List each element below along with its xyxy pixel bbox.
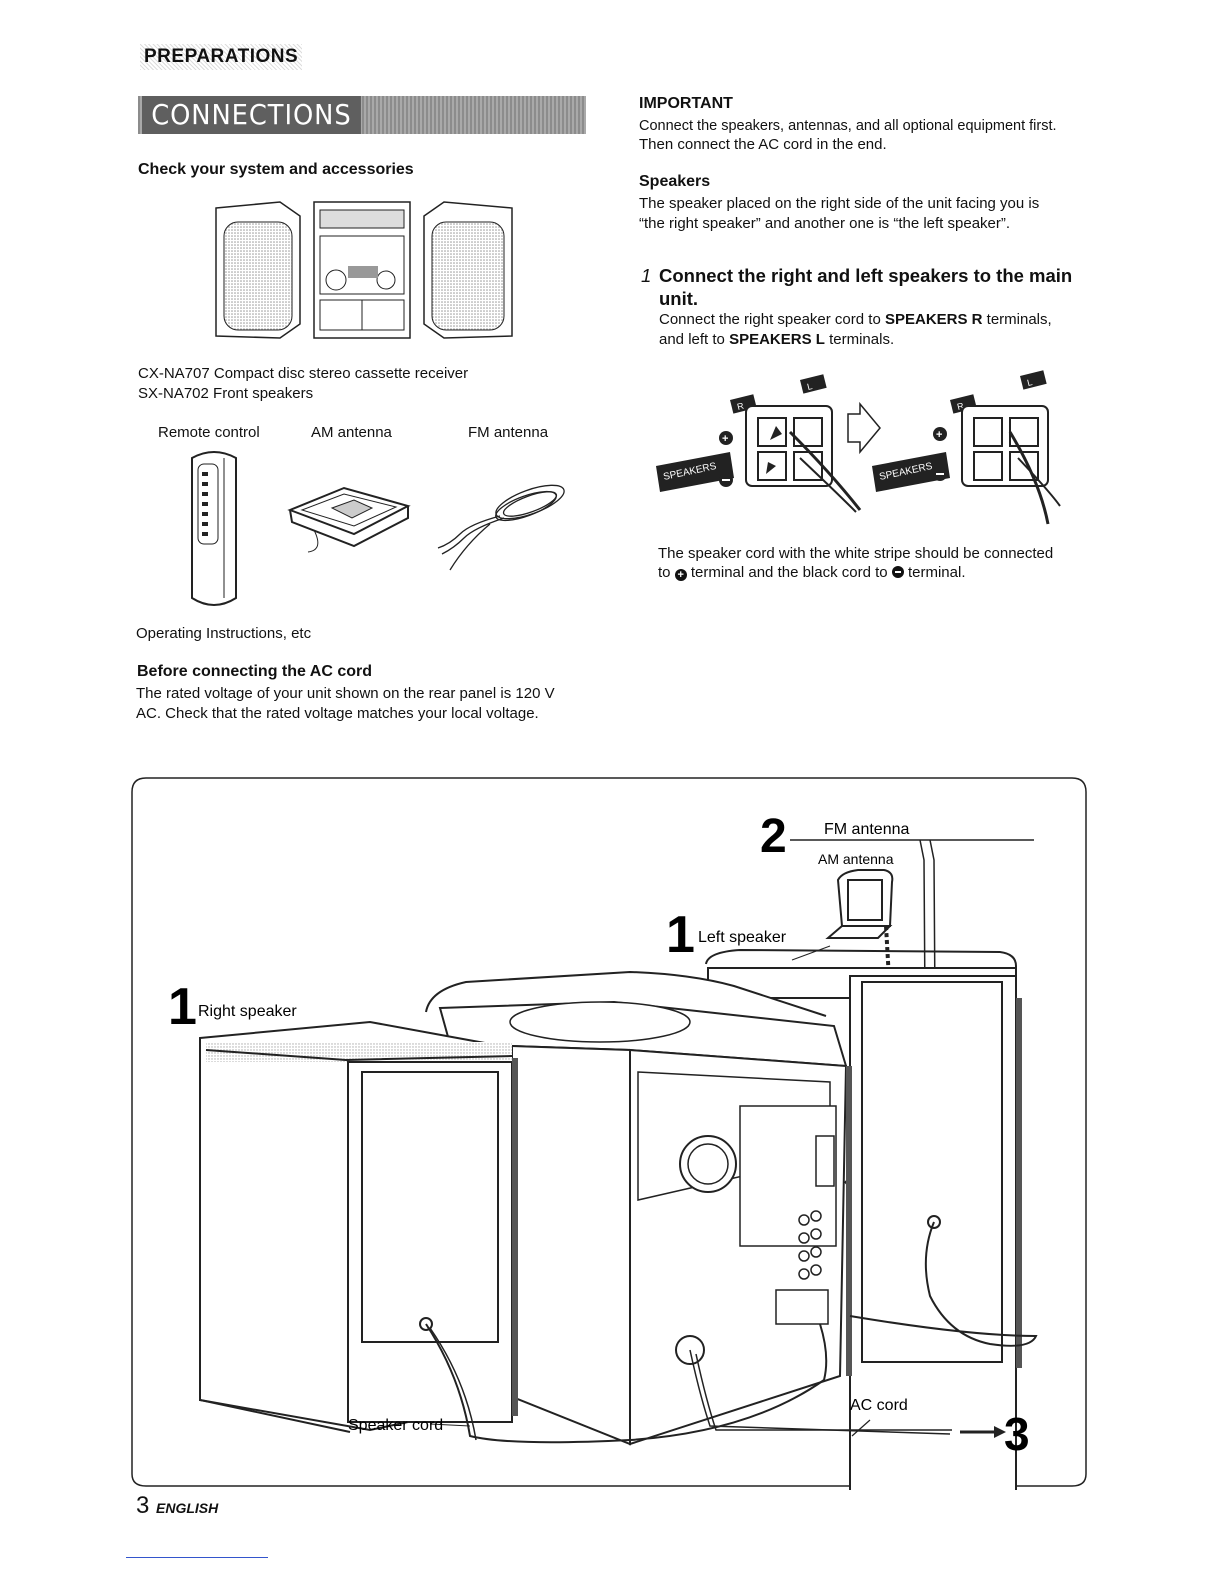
step-one-left-number: 1 xyxy=(666,906,695,964)
svg-text:+: + xyxy=(936,429,942,441)
operating-line: Operating Instructions, etc xyxy=(136,625,312,642)
step-three-number: 3 xyxy=(1004,1408,1030,1460)
speakers-heading: Speakers xyxy=(639,173,711,190)
important-text-2: Then connect the AC cord in the end. xyxy=(639,136,887,153)
ac-cord-label: AC cord xyxy=(850,1397,908,1414)
am-antenna-loop xyxy=(825,869,894,939)
right-speaker xyxy=(199,1020,518,1433)
section-banner: CONNECTIONS xyxy=(138,96,586,134)
step-text-2c: terminals. xyxy=(824,331,895,348)
left-speaker-label: Left speaker xyxy=(698,929,787,946)
cord-text-2c: terminal. xyxy=(903,564,966,581)
step-title-1: Connect the right and left speakers to t… xyxy=(659,265,1073,286)
am-antenna-label: AM antenna xyxy=(818,851,894,867)
accessory-label-remote: Remote control xyxy=(158,424,260,441)
left-speaker xyxy=(705,948,1022,1490)
step-title-2: unit. xyxy=(659,288,699,309)
cord-text-2a: to xyxy=(658,564,675,581)
language-label: ENGLISH xyxy=(156,1500,219,1516)
cord-text-2b: terminal and the black cord to xyxy=(686,564,892,581)
cord-text-2: to + terminal and the black cord to term… xyxy=(658,563,965,583)
accessory-label-fm: FM antenna xyxy=(468,424,549,441)
am-antenna-illustration xyxy=(287,486,411,553)
banner-title: CONNECTIONS xyxy=(142,96,361,134)
speakers-text-1: The speaker placed on the right side of … xyxy=(639,195,1040,212)
receiver-line: CX-NA707 Compact disc stereo cassette re… xyxy=(138,365,469,382)
terminal-l-left: L xyxy=(806,381,813,392)
svg-text:+: + xyxy=(722,433,728,445)
connection-diagram: 2 FM antenna AM antenna 1 Left speaker 1… xyxy=(131,777,1087,1490)
step-text-1: Connect the right speaker cord to SPEAKE… xyxy=(659,310,1052,330)
step-text-1c: terminals, xyxy=(982,311,1052,328)
section-label: PREPARATIONS xyxy=(140,44,303,70)
step-text-1a: Connect the right speaker cord to xyxy=(659,311,885,328)
right-speaker-label: Right speaker xyxy=(198,1003,297,1020)
step-text-2: and left to SPEAKERS L terminals. xyxy=(659,330,894,350)
accessory-label-am: AM antenna xyxy=(311,424,392,441)
step-text-2a: and left to xyxy=(659,331,730,348)
step-one-right-number: 1 xyxy=(168,978,197,1036)
important-heading: IMPORTANT xyxy=(639,95,733,112)
step-number: 1 xyxy=(641,265,652,286)
cord-text-1: The speaker cord with the white stripe s… xyxy=(658,545,1054,562)
terminal-l-right: L xyxy=(1026,377,1033,388)
check-heading: Check your system and accessories xyxy=(138,161,414,178)
remote-control-illustration xyxy=(191,451,237,606)
terminal-r-right: R xyxy=(956,401,965,412)
ac-text-1: The rated voltage of your unit shown on … xyxy=(136,685,555,702)
plus-terminal-icon: + xyxy=(674,569,687,581)
terminal-illustration: SPEAKERS R L + SPEAKERS R L + xyxy=(656,370,1061,525)
ac-heading: Before connecting the AC cord xyxy=(137,663,372,680)
ac-text-2: AC. Check that the rated voltage matches… xyxy=(136,705,539,722)
terminal-r-left: R xyxy=(736,401,745,412)
terminal-block-left: SPEAKERS R L + xyxy=(656,374,862,513)
important-text-1: Connect the speakers, antennas, and all … xyxy=(639,118,1057,134)
step-two-number: 2 xyxy=(760,810,787,863)
footer-rule xyxy=(126,1557,268,1558)
system-illustration xyxy=(215,201,513,339)
fm-antenna-illustration xyxy=(437,484,565,571)
speaker-cord-label: Speaker cord xyxy=(348,1417,443,1434)
terminal-block-right: SPEAKERS R L + xyxy=(872,370,1061,525)
page-number: 3 xyxy=(136,1492,150,1519)
fm-antenna-label: FM antenna xyxy=(824,821,909,838)
speakers-r-label: SPEAKERS R xyxy=(884,311,983,328)
speakers-l-label: SPEAKERS L xyxy=(729,331,825,348)
speakers-line: SX-NA702 Front speakers xyxy=(138,385,314,402)
minus-terminal-icon xyxy=(891,566,904,578)
speakers-text-2: “the right speaker” and another one is “… xyxy=(639,215,1011,232)
